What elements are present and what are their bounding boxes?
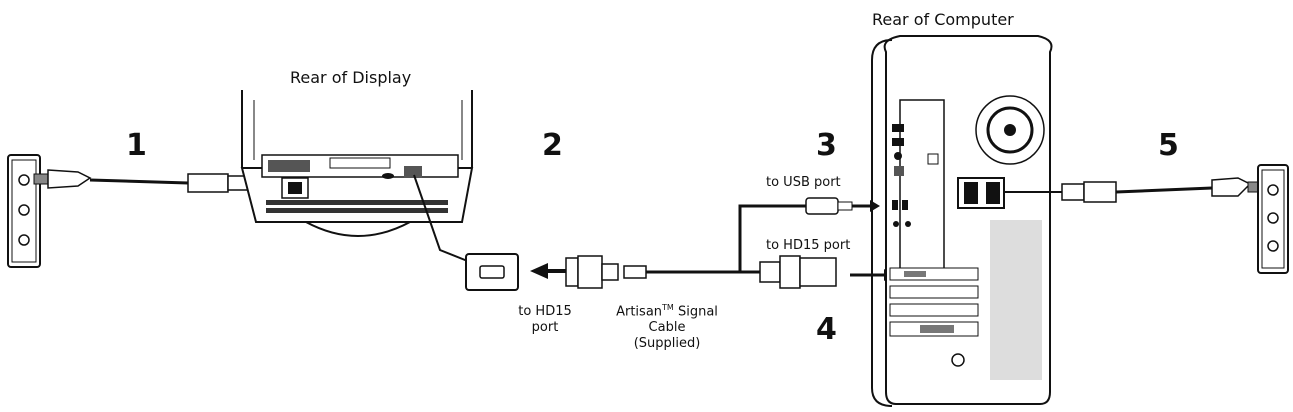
cable-label-tm: TM <box>662 303 674 312</box>
step-4-label: 4 <box>816 312 837 347</box>
rear-of-display-title: Rear of Display <box>290 68 411 87</box>
vga-connector-computer-icon <box>760 256 894 288</box>
hd15-port-display-label: to HD15 port <box>512 304 578 336</box>
monitor-rear-icon <box>242 90 472 236</box>
step-1-label: 1 <box>126 128 147 163</box>
cable-label-line2: Cable <box>606 320 728 336</box>
step-2-label: 2 <box>542 128 563 163</box>
rear-of-computer-title: Rear of Computer <box>872 10 1014 29</box>
vga-connector-display-icon <box>466 254 518 290</box>
hd15-port-computer-label: to HD15 port <box>766 238 850 254</box>
arrow-left-icon <box>530 263 566 279</box>
cable-label-line3: (Supplied) <box>606 336 728 352</box>
cable-label-signal: Signal <box>674 304 718 319</box>
wall-outlet-right-icon <box>1258 165 1288 273</box>
hd15-port-display-line1: to HD15 <box>512 304 578 320</box>
usb-port-label: to USB port <box>766 175 841 191</box>
usb-connector-icon <box>806 198 880 214</box>
vga-connector-cable-icon <box>566 256 646 288</box>
cable-label-brand: Artisan <box>616 304 662 319</box>
step-5-label: 5 <box>1158 128 1179 163</box>
computer-tower-icon <box>872 36 1052 406</box>
wall-outlet-left-icon <box>8 155 40 267</box>
hd15-port-display-line2: port <box>512 320 578 336</box>
cable-label: ArtisanTM Signal Cable (Supplied) <box>606 300 728 352</box>
step-3-label: 3 <box>816 128 837 163</box>
